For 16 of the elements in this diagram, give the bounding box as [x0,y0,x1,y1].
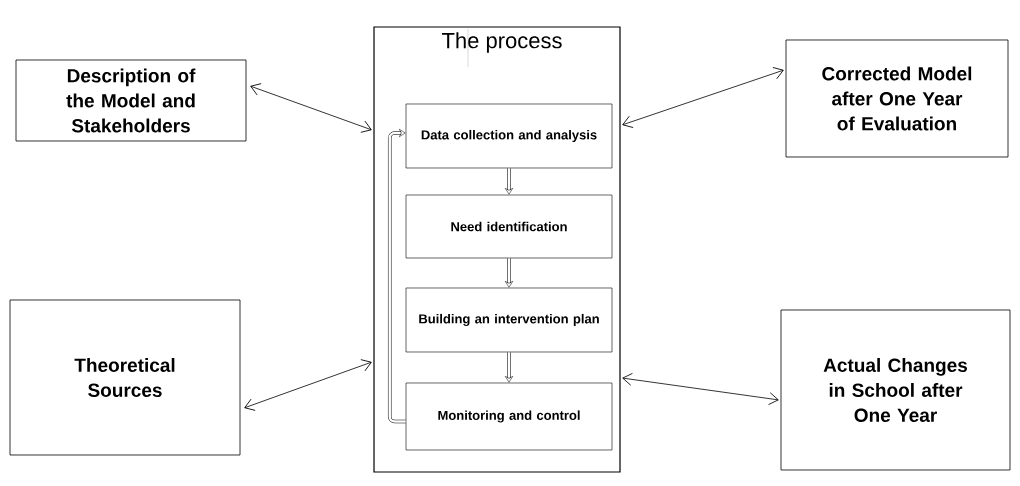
text-box: Theoretical Sources [9,299,241,456]
text-box: Actual Changes in School after One Year [780,309,1011,471]
arrow [244,359,372,411]
arrow [504,168,514,195]
arrow [622,373,779,405]
arrow [387,128,406,424]
process-step-box: Data collection and analysis [405,103,613,169]
arrow [504,352,514,383]
process-step-box: Building an intervention plan [405,287,613,353]
arrow [250,83,372,133]
text-box: Description of the Model and Stakeholders [15,59,247,142]
text-box: Corrected Model after One Year of Evaluation [785,39,1009,158]
process-step-box: Monitoring and control [405,382,613,451]
arrow [622,67,784,128]
arrow [504,258,514,288]
process-step-box: Need identification [405,194,613,259]
